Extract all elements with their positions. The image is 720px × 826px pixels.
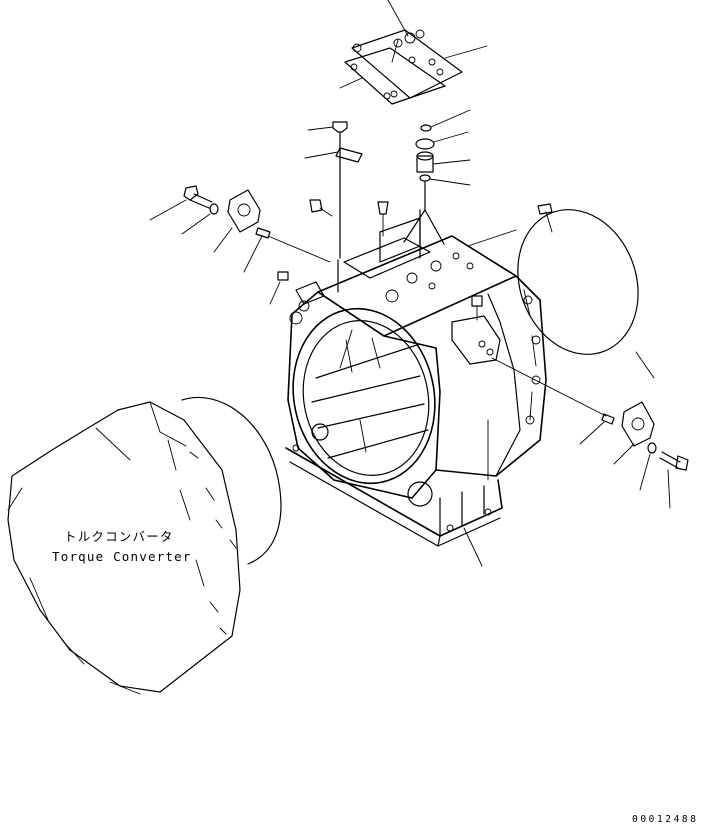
torque-converter-label-en: Torque Converter bbox=[52, 549, 192, 564]
right-cover-plate-parts bbox=[579, 401, 689, 509]
drawing-number: 00012488 bbox=[632, 814, 699, 825]
rear-gasket bbox=[467, 203, 655, 379]
top-valve-plate bbox=[339, 0, 488, 105]
plug-bolt-assembly bbox=[304, 121, 363, 259]
plug-oring-assembly bbox=[403, 109, 471, 259]
transmission-case bbox=[285, 201, 607, 567]
torque-converter: トルクコンバータ Torque Converter bbox=[7, 396, 282, 695]
left-cover-plate-parts bbox=[149, 185, 333, 305]
torque-converter-label-jp: トルクコンバータ bbox=[64, 529, 174, 544]
